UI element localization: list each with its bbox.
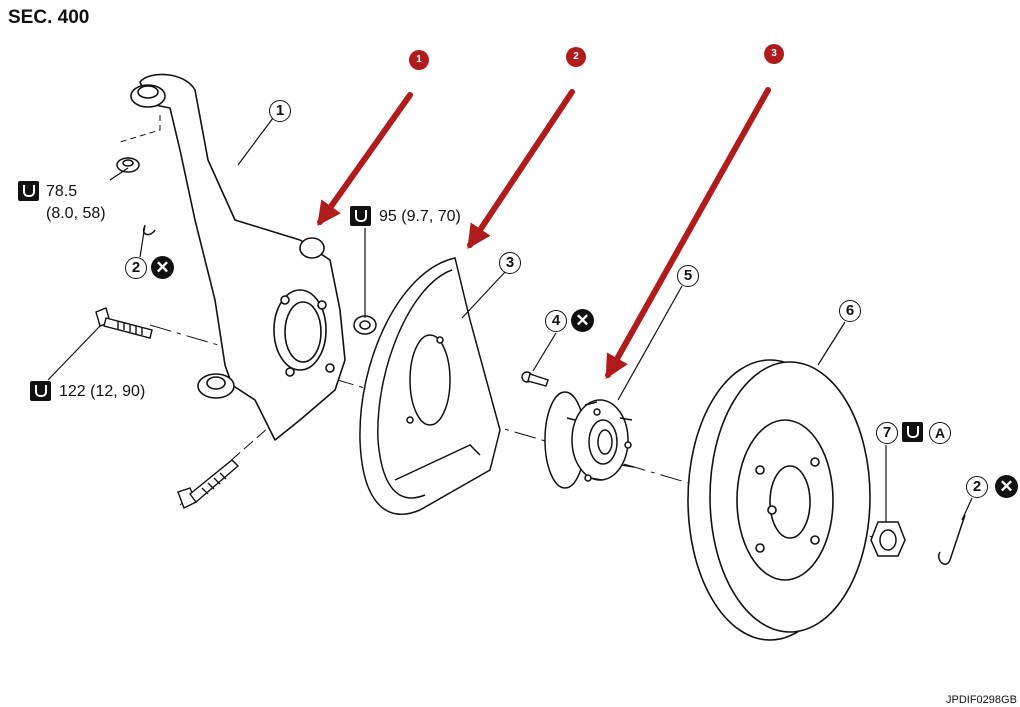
torque-strut-bolt: 122 (12, 90) (59, 383, 146, 400)
figure-code: JPDIF0298GB (946, 694, 1017, 706)
replace-x-icon: ✕ (571, 309, 594, 332)
callout-hub-bolt: 4 (545, 310, 567, 332)
upper-axis-dashed (119, 115, 161, 143)
torque-value-upper: 78.5 (46, 183, 78, 200)
torque-wrench-icon (18, 181, 39, 201)
red-marker-1: 1 (409, 50, 429, 70)
callout-baffle-plate: 3 (499, 252, 521, 274)
callout-disc-rotor: 6 (839, 300, 861, 322)
lower-bolt (177, 459, 240, 509)
baffle-plate (359, 257, 501, 515)
red-arrows (317, 87, 771, 380)
section-label: SEC. 400 (8, 7, 90, 28)
red-marker-2: 2 (566, 47, 586, 67)
upper-nut (116, 157, 156, 236)
caliper-nut (353, 315, 377, 335)
note-a-icon: A (929, 422, 951, 444)
red-marker-3: 3 (764, 44, 784, 64)
callout-hub-bearing: 5 (677, 265, 699, 287)
callout-cotter-pin-lower: 2 (966, 476, 988, 498)
hub-bolt (521, 371, 549, 387)
leader-lines (47, 117, 973, 522)
hub-nut (870, 514, 966, 565)
torque-wrench-icon (350, 206, 371, 226)
replace-x-icon: ✕ (995, 475, 1018, 498)
torque-wrench-icon (902, 422, 923, 442)
torque-detail-upper: (8.0, 58) (46, 205, 106, 222)
hub-bearing-assembly (544, 391, 635, 489)
disc-rotor (687, 359, 871, 641)
torque-wrench-icon (30, 381, 51, 401)
strut-bolt (95, 307, 153, 339)
callout-hub-nut: 7 (876, 422, 898, 444)
replace-x-icon: ✕ (151, 256, 174, 279)
callout-knuckle: 1 (269, 100, 291, 122)
steering-knuckle (130, 73, 346, 441)
callout-cotter-pin-upper: 2 (125, 257, 147, 279)
torque-caliper-bolt: 95 (9.7, 70) (379, 208, 461, 225)
